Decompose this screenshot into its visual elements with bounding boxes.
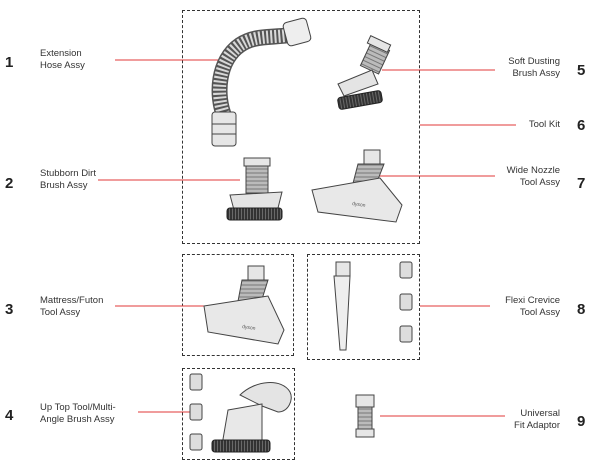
part-label-6: Tool Kit <box>529 119 560 131</box>
crevice-tool-box <box>307 254 420 360</box>
part-label-5: Soft Dusting Brush Assy <box>508 56 560 80</box>
part-label-4: Up Top Tool/Multi- Angle Brush Assy <box>40 402 116 426</box>
part-number-7: 7 <box>577 175 586 192</box>
part-number-2: 2 <box>5 175 14 192</box>
extension-hose-illustration <box>211 17 312 147</box>
part-label-7-line-1: Wide Nozzle <box>506 165 560 176</box>
part-number-5: 5 <box>577 62 586 79</box>
part-label-3-line-1: Mattress/Futon <box>40 295 104 306</box>
part-number-4: 4 <box>5 407 14 424</box>
part-label-2: Stubborn Dirt Brush Assy <box>40 168 96 192</box>
part-label-3: Mattress/Futon Tool Assy <box>40 295 103 319</box>
part-label-5-line-1: Soft Dusting <box>508 56 560 67</box>
part-number-1: 1 <box>5 54 14 71</box>
part-label-4-line-2: Angle Brush Assy <box>40 414 115 425</box>
part-label-9-line-2: Fit Adaptor <box>514 420 560 431</box>
wide-nozzle-illustration: dyson <box>311 149 403 223</box>
part-label-1: Extension Hose Assy <box>40 48 85 72</box>
svg-text:dyson: dyson <box>242 324 256 332</box>
part-label-6-line-1: Tool Kit <box>528 119 560 130</box>
part-number-6: 6 <box>577 117 586 134</box>
part-label-9: Universal Fit Adaptor <box>514 408 560 432</box>
soft-dusting-brush-illustration <box>337 35 392 110</box>
svg-text:dyson: dyson <box>352 201 366 209</box>
part-label-4-line-1: Up Top Tool/Multi- <box>40 402 116 413</box>
leader-lines <box>98 59 516 417</box>
part-label-3-line-2: Tool Assy <box>40 307 81 318</box>
part-label-8-line-1: Flexi Crevice <box>505 295 560 306</box>
part-label-1-line-1: Extension <box>40 48 82 59</box>
part-number-8: 8 <box>577 301 586 318</box>
part-label-1-line-2: Hose Assy <box>40 60 85 71</box>
tool-kit-box <box>182 10 420 244</box>
mattress-tool-box <box>182 254 294 356</box>
part-label-2-line-1: Stubborn Dirt <box>40 168 96 179</box>
part-label-5-line-2: Brush Assy <box>512 68 560 79</box>
stubborn-dirt-brush-illustration <box>226 157 283 221</box>
part-number-9: 9 <box>577 413 586 430</box>
mattress-tool-illustration: dyson <box>203 265 285 345</box>
part-label-2-line-2: Brush Assy <box>40 180 88 191</box>
part-label-7-line-2: Tool Assy <box>519 177 560 188</box>
part-number-3: 3 <box>5 301 14 318</box>
part-label-8-line-2: Tool Assy <box>519 307 560 318</box>
up-top-tool-box <box>182 368 295 460</box>
part-label-7: Wide Nozzle Tool Assy <box>507 165 560 189</box>
universal-adaptor-illustration <box>355 394 375 438</box>
up-top-tool-illustration <box>189 373 292 453</box>
part-label-8: Flexi Crevice Tool Assy <box>505 295 560 319</box>
flexi-crevice-illustration <box>333 261 413 351</box>
part-label-9-line-1: Universal <box>520 408 560 419</box>
